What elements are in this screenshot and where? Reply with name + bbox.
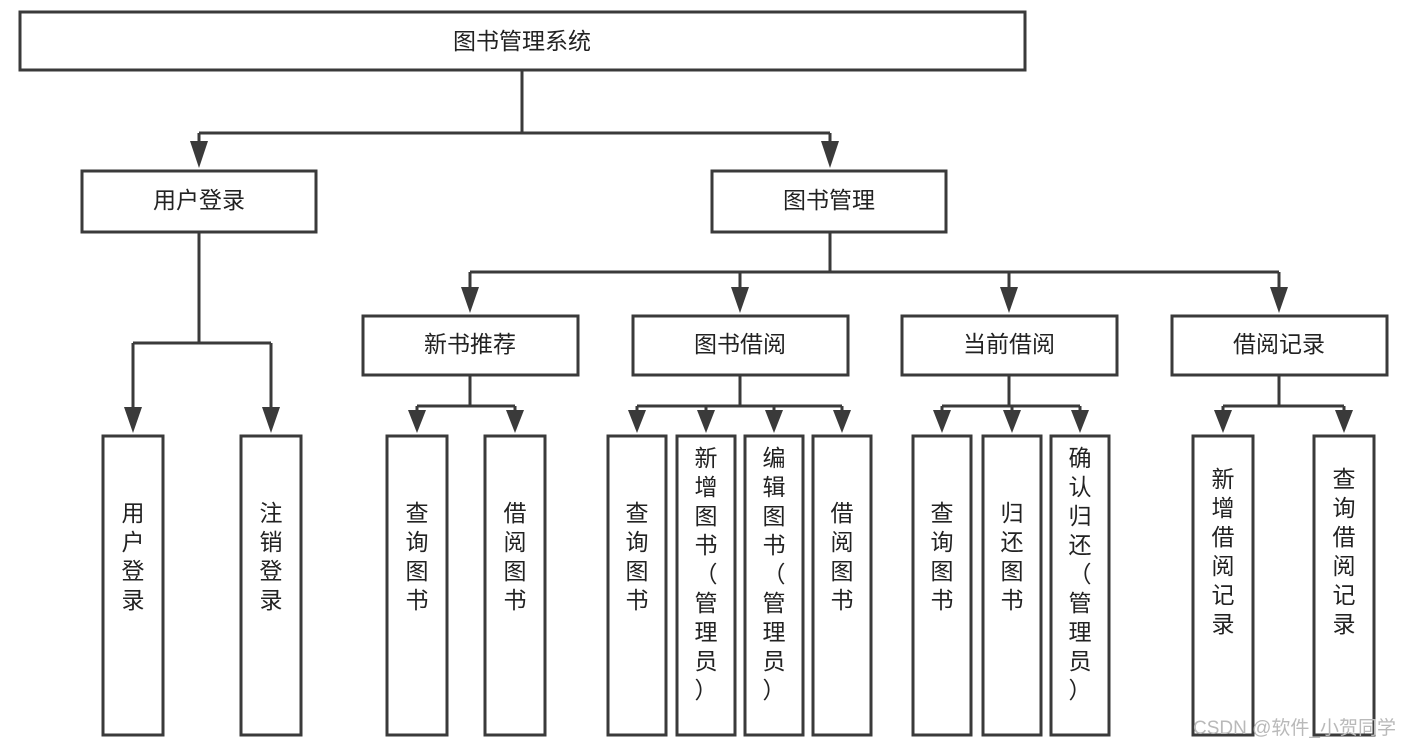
node-book-manage-label: 图书管理 [783,187,875,213]
arrow-head-leaf-query-book-recommend [408,410,426,433]
node-new-book-recommend-label: 新书推荐 [424,331,516,357]
node-leaf-query-book-current[interactable]: 查询图书 [911,434,973,737]
node-leaf-edit-book-admin-label: 编辑图书（管理员） [763,445,786,703]
node-leaf-add-book-admin-box[interactable] [675,434,737,737]
node-leaf-query-book-current-box[interactable] [911,434,973,737]
node-leaf-add-borrow-record-label: 新增借阅记录 [1212,466,1235,637]
node-leaf-confirm-return-admin-label: 确认归还（管理员） [1069,445,1092,703]
node-leaf-add-borrow-record-box[interactable] [1191,434,1255,737]
node-user-login-label: 用户登录 [153,187,245,213]
arrow-head-current-borrow [1000,287,1018,313]
arrow-head-leaf-edit-book-admin [765,410,783,433]
node-root[interactable]: 图书管理系统 [18,10,1027,72]
node-borrow-record-box[interactable] [1170,314,1389,377]
node-borrow-record-label: 借阅记录 [1233,331,1325,357]
node-leaf-borrow-book-recommend-box[interactable] [483,434,547,737]
connector-group-book-manage-to-level2 [461,232,1288,313]
node-leaf-return-book-label: 归还图书 [1001,500,1024,613]
connector-group-current-borrow-to-leaves [933,375,1089,433]
node-leaf-add-borrow-record[interactable]: 新增借阅记录 [1191,434,1255,737]
node-leaf-add-book-admin[interactable]: 新增图书（管理员） [675,434,737,737]
connector-group-user-login-to-leaves [124,232,280,433]
node-leaf-borrow-book-recommend-label: 借阅图书 [504,500,527,613]
node-new-book-recommend-box[interactable] [361,314,580,377]
node-new-book-recommend[interactable]: 新书推荐 [361,314,580,377]
arrow-head-borrow-record [1270,287,1288,313]
node-leaf-query-book-recommend-box[interactable] [385,434,449,737]
arrow-head-leaf-user-logout [262,407,280,433]
node-leaf-query-borrow-record-box[interactable] [1312,434,1376,737]
node-book-borrow-box[interactable] [631,314,850,377]
node-leaf-confirm-return-admin-box[interactable] [1049,434,1111,737]
arrow-head-leaf-borrow-book-recommend [506,410,524,433]
node-current-borrow-box[interactable] [900,314,1119,377]
node-current-borrow-label: 当前借阅 [963,331,1055,357]
node-user-login-box[interactable] [80,169,318,234]
node-leaf-query-book-recommend[interactable]: 查询图书 [385,434,449,737]
node-leaf-user-logout[interactable]: 注销登录 [239,434,303,737]
arrow-head-leaf-query-book-current [933,410,951,433]
node-book-borrow[interactable]: 图书借阅 [631,314,850,377]
node-leaf-return-book[interactable]: 归还图书 [981,434,1043,737]
node-leaf-edit-book-admin[interactable]: 编辑图书（管理员） [743,434,805,737]
node-leaf-return-book-box[interactable] [981,434,1043,737]
node-book-borrow-label: 图书借阅 [694,331,786,357]
arrow-head-leaf-query-borrow-record [1335,410,1353,433]
node-leaf-query-book-current-label: 查询图书 [931,500,954,613]
connector-group-borrow-record-to-leaves [1214,375,1353,433]
node-root-label: 图书管理系统 [453,28,591,54]
arrow-head-leaf-add-borrow-record [1214,410,1232,433]
node-leaf-query-book-borrow-label: 查询图书 [626,500,649,613]
node-leaf-add-book-admin-label: 新增图书（管理员） [695,445,718,703]
node-book-manage[interactable]: 图书管理 [710,169,948,234]
node-leaf-query-borrow-record[interactable]: 查询借阅记录 [1312,434,1376,737]
connector-group-book-borrow-to-leaves [628,375,851,433]
arrow-head-new-book-recommend [461,287,479,313]
node-leaf-user-login-box[interactable] [101,434,165,737]
node-leaf-borrow-book[interactable]: 借阅图书 [811,434,873,737]
arrow-head-leaf-add-book-admin [697,410,715,433]
node-leaf-borrow-book-box[interactable] [811,434,873,737]
arrow-head-leaf-borrow-book [833,410,851,433]
connector-group-new-book-recommend-to-leaves [408,375,524,433]
arrow-head-book-borrow [731,287,749,313]
node-leaf-user-logout-label: 注销登录 [260,500,283,613]
arrow-head-leaf-return-book [1003,410,1021,433]
node-leaf-borrow-book-label: 借阅图书 [831,500,854,613]
arrow-head-user-login [190,141,208,168]
node-leaf-query-book-borrow[interactable]: 查询图书 [606,434,668,737]
node-leaf-user-login[interactable]: 用户登录 [101,434,165,737]
node-leaf-query-book-recommend-label: 查询图书 [406,500,429,613]
arrow-head-leaf-user-login [124,407,142,433]
node-leaf-edit-book-admin-box[interactable] [743,434,805,737]
node-borrow-record[interactable]: 借阅记录 [1170,314,1389,377]
node-leaf-query-borrow-record-label: 查询借阅记录 [1333,466,1356,637]
node-leaf-confirm-return-admin[interactable]: 确认归还（管理员） [1049,434,1111,737]
node-root-box[interactable] [18,10,1027,72]
node-leaf-user-login-label: 用户登录 [122,500,145,613]
connector-group-root-to-level1 [190,70,839,168]
node-leaf-borrow-book-recommend[interactable]: 借阅图书 [483,434,547,737]
node-user-login[interactable]: 用户登录 [80,169,318,234]
node-leaf-user-logout-box[interactable] [239,434,303,737]
node-book-manage-box[interactable] [710,169,948,234]
node-leaf-query-book-borrow-box[interactable] [606,434,668,737]
arrow-head-leaf-confirm-return-admin [1071,410,1089,433]
watermark-text: CSDN @软件_小贺同学 [1193,717,1396,739]
arrow-head-book-manage [821,141,839,168]
arrow-head-leaf-query-book-borrow [628,410,646,433]
node-current-borrow[interactable]: 当前借阅 [900,314,1119,377]
